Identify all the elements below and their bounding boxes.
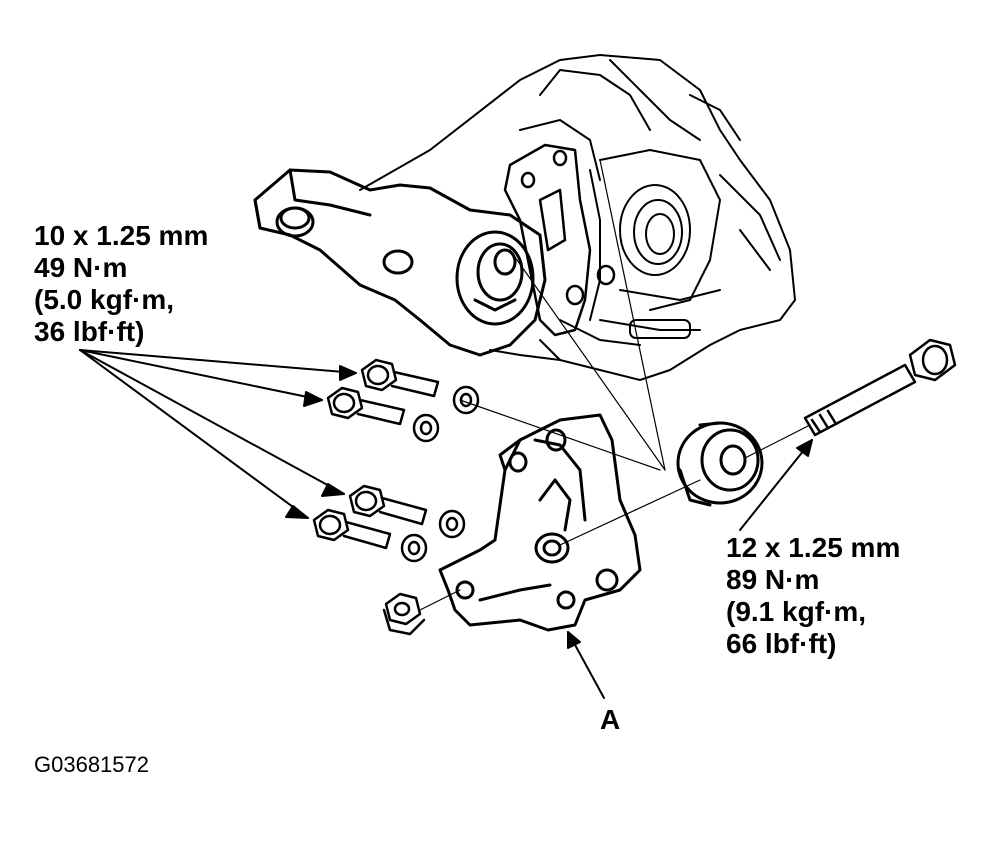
bolt-upper-1 bbox=[360, 358, 440, 398]
bolt-size-label: 10 x 1.25 mm bbox=[34, 220, 209, 251]
bolt-size-label: 12 x 1.25 mm bbox=[726, 532, 901, 563]
callout-label-a: A bbox=[600, 704, 621, 735]
alignment-lines bbox=[419, 159, 811, 611]
washers bbox=[400, 385, 480, 563]
leader-arrow-right bbox=[739, 439, 813, 531]
torque-spec-right: 12 x 1.25 mm 89 N·m (9.1 kgf·m, 66 lbf·f… bbox=[726, 532, 900, 660]
torque-lbf-label: 66 lbf·ft) bbox=[726, 628, 837, 659]
bolt-upper-2 bbox=[326, 386, 406, 426]
bushing bbox=[676, 421, 764, 507]
torque-nm-label: 49 N·m bbox=[34, 252, 128, 283]
torque-nm-label: 89 N·m bbox=[726, 564, 820, 595]
bolt-lower-1 bbox=[348, 484, 428, 526]
bracket-a bbox=[438, 413, 642, 632]
bolt-lower-2 bbox=[312, 508, 392, 550]
upper-mount-bracket bbox=[253, 168, 547, 357]
torque-kgf-label: (9.1 kgf·m, bbox=[726, 596, 867, 627]
flange-nut bbox=[382, 592, 426, 636]
torque-kgf-label: (5.0 kgf·m, bbox=[34, 284, 175, 315]
leader-arrow-a bbox=[567, 631, 605, 699]
through-bolt bbox=[803, 338, 957, 437]
engine-block bbox=[359, 54, 796, 381]
leader-arrows-left bbox=[79, 349, 357, 519]
figure-id: G03681572 bbox=[34, 752, 149, 777]
torque-lbf-label: 36 lbf·ft) bbox=[34, 316, 145, 347]
torque-spec-left: 10 x 1.25 mm 49 N·m (5.0 kgf·m, 36 lbf·f… bbox=[34, 220, 208, 348]
